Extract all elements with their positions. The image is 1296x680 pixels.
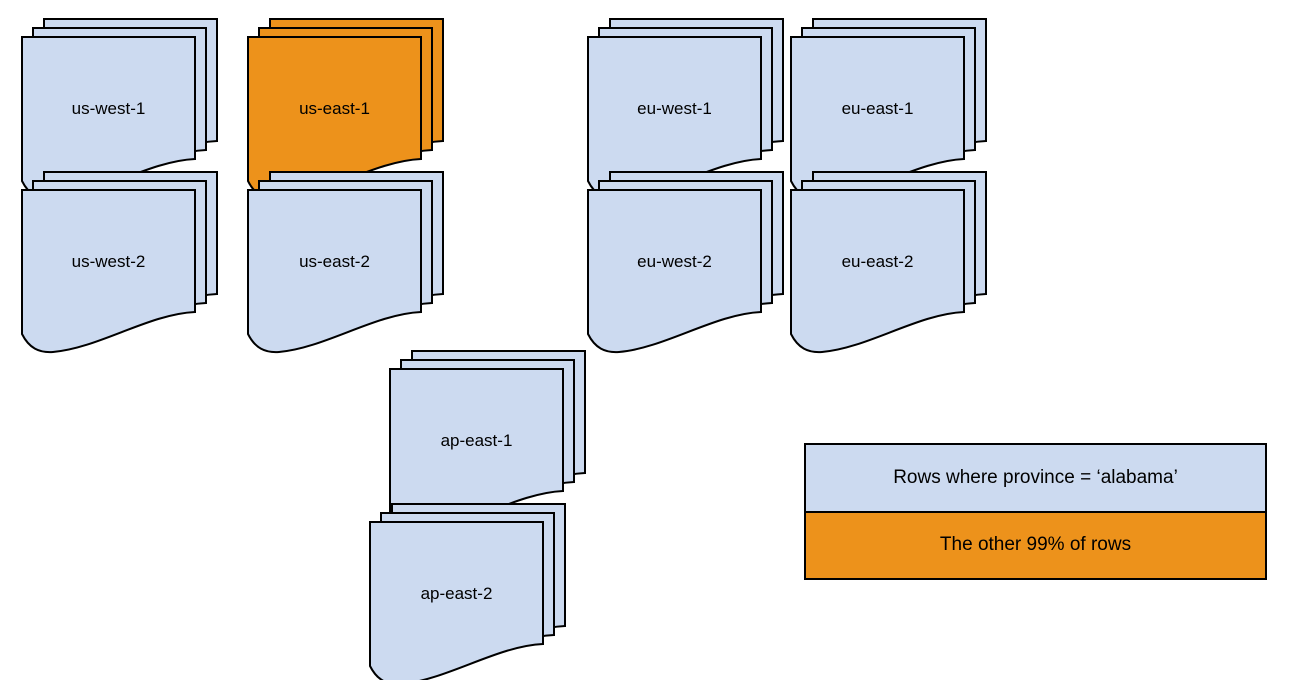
document-sheet <box>21 189 196 354</box>
legend-label-normal: Rows where province = ‘alabama’ <box>893 466 1178 488</box>
region-stack-shape-ap-east-1 <box>389 350 586 533</box>
region-stack-eu-east-2[interactable]: eu-east-2 <box>790 170 1011 354</box>
document-sheet <box>247 189 422 354</box>
region-stack-us-west-1[interactable]: us-west-1 <box>21 17 242 201</box>
region-stack-shape-eu-west-1 <box>587 18 784 201</box>
region-stack-shape-ap-east-2 <box>369 503 566 680</box>
legend-row-highlight: The other 99% of rows <box>806 512 1265 578</box>
region-stack-eu-west-2[interactable]: eu-west-2 <box>587 170 808 354</box>
region-stack-shape-us-west-2 <box>21 171 218 354</box>
region-stack-ap-east-2[interactable]: ap-east-2 <box>369 502 590 680</box>
region-stack-shape-eu-west-2 <box>587 171 784 354</box>
region-stack-ap-east-1[interactable]: ap-east-1 <box>389 349 610 533</box>
legend-label-highlight: The other 99% of rows <box>939 534 1132 556</box>
region-stack-shape-us-east-1 <box>247 18 444 201</box>
document-sheet <box>369 521 544 680</box>
legend: Rows where province = ‘alabama’ The othe… <box>804 443 1267 580</box>
region-stack-eu-west-1[interactable]: eu-west-1 <box>587 17 808 201</box>
region-stack-us-east-1[interactable]: us-east-1 <box>247 17 468 201</box>
region-stack-shape-us-east-2 <box>247 171 444 354</box>
region-stack-eu-east-1[interactable]: eu-east-1 <box>790 17 1011 201</box>
legend-row-normal: Rows where province = ‘alabama’ <box>806 445 1265 513</box>
region-stack-shape-eu-east-2 <box>790 171 987 354</box>
region-stack-us-east-2[interactable]: us-east-2 <box>247 170 468 354</box>
region-stack-us-west-2[interactable]: us-west-2 <box>21 170 242 354</box>
document-sheet <box>790 189 965 354</box>
document-sheet <box>587 189 762 354</box>
region-stack-shape-us-west-1 <box>21 18 218 201</box>
region-stack-shape-eu-east-1 <box>790 18 987 201</box>
